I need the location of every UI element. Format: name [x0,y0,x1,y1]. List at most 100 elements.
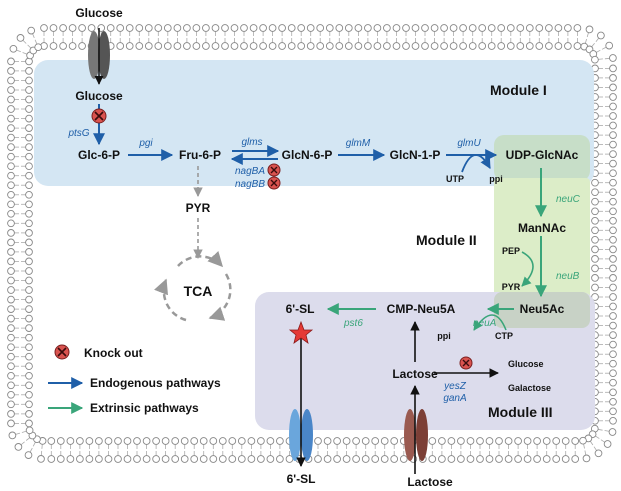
lipid-head [609,293,617,301]
lipid-head [25,267,33,275]
pyr-label-top: PYR [186,201,211,215]
lipid-head [7,171,15,180]
lipid-head [183,24,191,32]
lipid-head [497,24,506,32]
lipid-head [438,455,446,463]
lipid-head [7,257,15,266]
lipid-head [430,24,439,32]
lipid-head [209,455,218,463]
lipid-head [25,152,33,161]
lipid-head [591,197,599,206]
sl-product-star [288,320,314,344]
lipid-tail [32,441,36,447]
lactose-intracellular-label: Lactose [392,367,438,381]
lipid-head [25,219,33,228]
lipid-head [8,431,17,440]
lipid-head [609,83,617,92]
lipid-head [7,276,15,285]
lipid-head [76,455,84,463]
enzyme-nagbb: nagBB [235,179,265,190]
lipid-head [144,42,153,50]
lipid-head [240,42,248,50]
lipid-head [609,216,617,225]
lipid-head [545,42,553,50]
lipid-head [228,455,237,463]
lipid-head [25,143,33,151]
lipid-head [535,24,544,32]
legend: Knock out Endogenous pathways Extrinsic … [48,344,221,415]
lipid-tail [589,440,594,446]
lipid-head [180,437,189,445]
utp-ppi-arc [461,154,491,173]
lipid-head [7,181,15,190]
lipid-head [16,34,25,42]
lipid-head [133,437,141,445]
lipid-head [373,42,382,50]
lipid-head [335,24,344,32]
lipid-head [561,455,570,463]
lipid-head [561,437,570,445]
legend-knockout-label: Knock out [84,346,143,360]
lipid-head [7,390,15,399]
lipid-head [609,188,617,197]
lipid-head [571,455,580,463]
lipid-head [7,305,15,313]
enzyme-neuc: neuC [556,194,581,205]
lipid-head [506,42,515,50]
lipid-head [7,410,15,418]
lipid-head [7,371,15,380]
lipid-head [7,352,15,361]
lipid-head [257,455,265,463]
lipid-head [297,42,306,50]
lipid-head [25,67,33,75]
lipid-head [25,229,33,237]
lipid-head [7,209,15,218]
lipid-head [468,24,477,32]
lipid-head [7,381,15,390]
lipid-head [585,25,594,34]
pep-label: PEP [502,246,520,256]
lipid-head [440,24,448,32]
module2-label: Module II [416,232,477,248]
lipid-head [7,362,15,371]
lipid-head [573,42,582,50]
lipid-head [24,451,33,459]
lipid-head [25,324,33,332]
lipid-head [504,437,513,445]
lipid-head [25,162,33,171]
lipid-head [306,42,315,50]
lipid-head [211,24,220,32]
lipid-head [535,42,544,50]
lipid-head [392,42,401,50]
lipid-head [609,388,617,397]
lipid-head [202,24,210,32]
lipid-head [609,255,617,263]
lipid-head [609,54,617,62]
knockout-marker-lacz [459,356,473,370]
lipid-head [7,200,15,209]
lipid-head [7,76,15,85]
lipid-head [40,24,48,32]
lipid-head [218,455,227,463]
lipid-head [25,200,33,209]
lipid-head [371,455,380,463]
lipid-head [430,42,439,50]
lipid-head [135,42,144,50]
lipid-head [25,343,33,352]
lipid-head [7,248,15,256]
lipid-head [161,455,170,463]
udp-glcnac-highlight [494,135,590,181]
lipid-head [609,169,617,178]
lipid-tail [20,441,25,446]
lipid-head [533,437,541,445]
lipid-head [392,24,401,32]
lipid-head [609,74,617,82]
lipid-head [49,24,58,32]
lipid-head [609,64,617,73]
lipid-head [591,207,599,216]
lipid-head [542,437,551,445]
lipid-head [402,42,410,50]
lipid-head [240,24,248,32]
enzyme-glms: glms [241,137,262,148]
lipid-head [609,150,617,158]
